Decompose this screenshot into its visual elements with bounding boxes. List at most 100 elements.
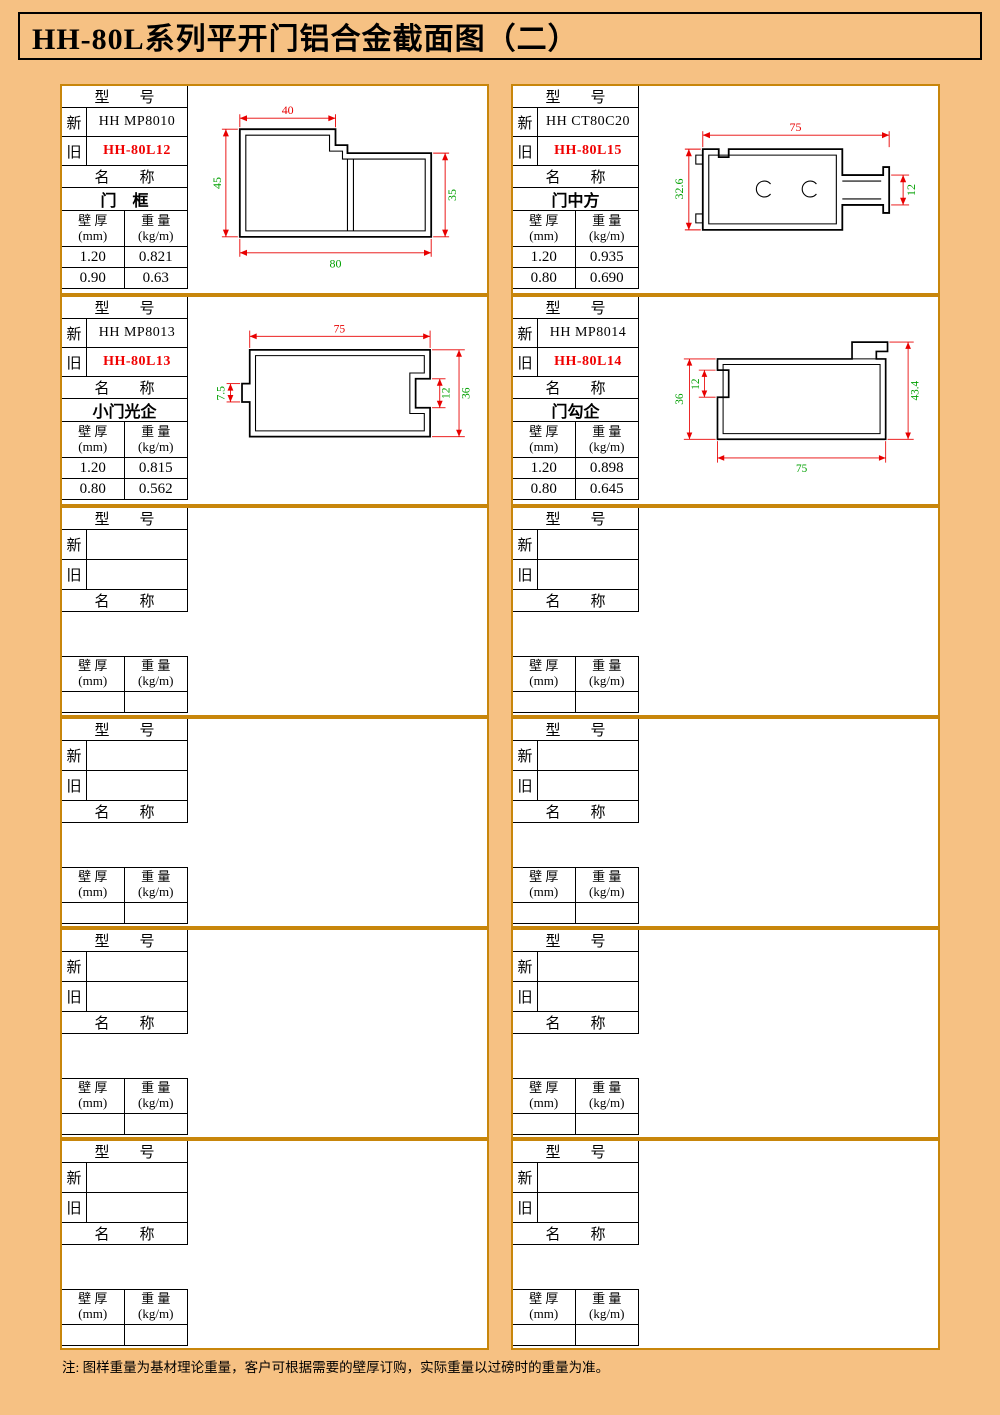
old-label: 旧 [62,982,87,1011]
thickness-header: 壁 厚(mm) [513,211,576,246]
spec-table: 型 号 新 旧 名 称 壁 厚(mm) 重 量(kg/m) [62,1141,188,1348]
name-blank-area [513,1034,639,1078]
spec-table: 型 号 新 旧 名 称 壁 厚(mm) 重 量(kg/m) [513,508,639,715]
new-model-value-empty [87,741,187,770]
profile-cell-empty: 型 号 新 旧 名 称 壁 厚(mm) 重 量(kg/m) [60,717,489,928]
thickness-header: 壁 厚(mm) [513,1290,576,1324]
name-header-row: 名 称 [513,590,639,612]
dim-right-inner: 12 [439,387,452,399]
new-model-value-empty [87,1163,187,1192]
name-header-row: 名 称 [513,166,639,188]
dim-right: 35 [445,189,459,201]
spec-table: 型 号 新 HH MP8010 旧 HH-80L12 名 称 门 框 壁 厚(m… [62,86,188,293]
dim-right-outer: 36 [460,387,473,399]
profile-name-row: 门勾企 [513,399,639,422]
spec-table: 型 号 新 HH MP8013 旧 HH-80L13 名 称 小门光企 壁 厚(… [62,297,188,504]
model-header-row: 型 号 [513,930,639,952]
old-label: 旧 [513,982,538,1011]
model-header-row: 型 号 [513,508,639,530]
old-label: 旧 [513,771,538,800]
weight-header: 重 量(kg/m) [138,212,174,243]
weight-header: 重 量(kg/m) [589,869,625,899]
weight-header: 重 量(kg/m) [138,1291,174,1321]
new-model-value: HH MP8010 [98,114,176,129]
old-model-row: 旧 HH-80L13 [62,348,188,377]
weight-header: 重 量(kg/m) [589,1291,625,1321]
new-model-row: 新 HH MP8014 [513,319,639,348]
name-blank-area [62,612,188,656]
old-label: 旧 [62,348,87,376]
drawing-area-empty [188,1141,487,1348]
weight-header: 重 量(kg/m) [138,1080,174,1110]
profile-outline [695,148,891,231]
old-label: 旧 [513,560,538,589]
new-model-value: HH CT80C20 [546,114,630,129]
section-drawing-door-mullion: 75 32.6 12 [639,86,938,293]
thickness-header: 壁 厚(mm) [62,868,125,902]
model-header-row: 型 号 [62,297,188,319]
new-model-row: 新 [62,1163,188,1193]
new-model-value: HH MP8013 [98,325,176,340]
dimension-labels: 40 45 35 80 [210,103,459,270]
dim-left-inner: 12 [690,379,702,390]
profile-cell-empty: 型 号 新 旧 名 称 壁 厚(mm) 重 量(kg/m) [60,928,489,1139]
thickness-header: 壁 厚(mm) [513,868,576,902]
name-header-row: 名 称 [62,590,188,612]
new-model-row: 新 [62,530,188,560]
dim-right: 12 [904,184,918,196]
section-drawing-door-frame: 40 45 35 80 [188,86,487,293]
profile-cell-empty: 型 号 新 旧 名 称 壁 厚(mm) 重 量(kg/m) [60,506,489,717]
dim-right: 43.4 [909,380,921,400]
thickness-header: 壁 厚(mm) [62,422,125,457]
old-model-row: 旧 [513,1193,639,1223]
weight-header: 重 量(kg/m) [589,212,625,243]
name-header-row: 名 称 [62,801,188,823]
name-header-row: 名 称 [62,1012,188,1034]
profile-cell-door-frame: 型 号 新 HH MP8010 旧 HH-80L12 名 称 门 框 壁 厚(m… [60,84,489,295]
name-header-row: 名 称 [513,1223,639,1245]
model-header-row: 型 号 [62,930,188,952]
new-model-row: 新 HH MP8010 [62,108,188,137]
name-blank-area [513,612,639,656]
dim-left: 7.5 [215,386,228,401]
old-model-row: 旧 [513,560,639,590]
spec-column-header-row: 壁 厚(mm) 重 量(kg/m) [513,867,639,903]
spec-column-header-row: 壁 厚(mm) 重 量(kg/m) [62,211,188,247]
dimension-lines [683,341,914,463]
old-model-value-empty [87,771,187,800]
dimension-lines [221,114,450,257]
spec-row-empty [62,1114,188,1135]
spec-column-header-row: 壁 厚(mm) 重 量(kg/m) [513,422,639,458]
profile-cell-door-hook-stile: 型 号 新 HH MP8014 旧 HH-80L14 名 称 门勾企 壁 厚(m… [511,295,940,506]
profile-outline [241,348,431,438]
drawing-area-empty [188,508,487,715]
door-frame-section-svg: 40 45 35 80 [210,103,459,270]
profile-cell-empty: 型 号 新 旧 名 称 壁 厚(mm) 重 量(kg/m) [511,1139,940,1350]
section-drawing-door-stile: 75 7.5 12 36 [188,297,487,504]
model-header-row: 型 号 [513,719,639,741]
profile-cell-empty: 型 号 新 旧 名 称 壁 厚(mm) 重 量(kg/m) [511,506,940,717]
dim-bottom: 80 [330,257,342,271]
old-model-value: HH-80L12 [103,143,171,158]
profile-name-row: 门 框 [62,188,188,211]
dimension-labels: 36 12 43.4 75 [674,379,921,475]
profile-cell-empty: 型 号 新 旧 名 称 壁 厚(mm) 重 量(kg/m) [511,928,940,1139]
spec-column-header-row: 壁 厚(mm) 重 量(kg/m) [513,1289,639,1325]
new-model-row: 新 [62,741,188,771]
new-model-row: 新 [513,1163,639,1193]
spec-column-header-row: 壁 厚(mm) 重 量(kg/m) [62,867,188,903]
drawing-area-empty [639,1141,938,1348]
new-label: 新 [513,319,538,347]
old-model-value-empty [87,560,187,589]
drawing-area-empty [188,930,487,1137]
model-header-row: 型 号 [62,1141,188,1163]
new-model-value-empty [538,1163,638,1192]
weight-header: 重 量(kg/m) [138,423,174,454]
dim-top: 75 [790,120,802,134]
new-model-row: 新 [62,952,188,982]
profile-outline [716,341,889,441]
old-model-value-empty [538,560,638,589]
